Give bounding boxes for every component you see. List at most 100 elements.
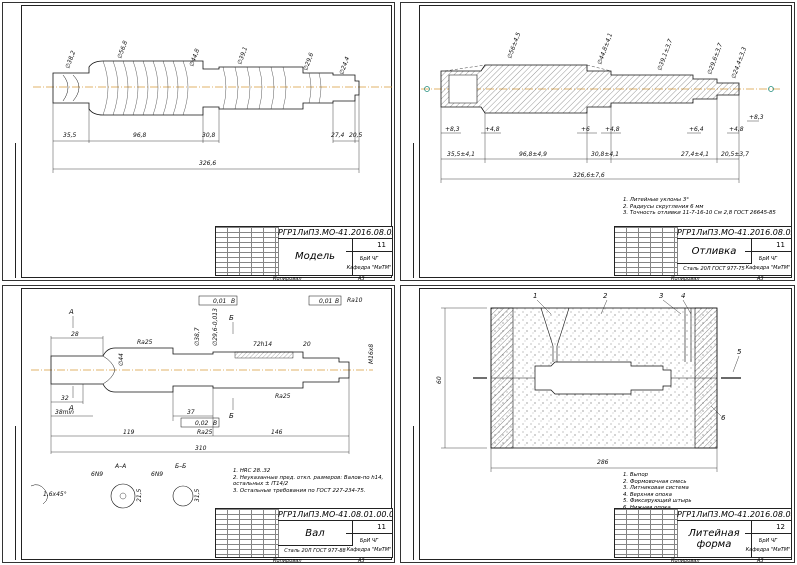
organization: БрИ ЧГ Кафедра "МиТМ" xyxy=(346,538,392,553)
dim-label: 286 xyxy=(597,459,609,466)
tolerance-value: 0,01 xyxy=(213,298,226,305)
side-stamp xyxy=(5,143,16,278)
title-block-grid xyxy=(615,509,678,557)
dim-label: ∅44,8±4,1 xyxy=(596,32,614,66)
title-block-grid xyxy=(216,227,279,275)
tolerance-datum: B xyxy=(213,420,217,427)
dim-label: 20,5±3,7 xyxy=(721,151,749,158)
dim-label: +4,8 xyxy=(605,126,620,133)
dim-label: 60 xyxy=(436,376,443,384)
tolerance-value: 0,02 xyxy=(195,420,209,427)
dim-label: 30,8±4,1 xyxy=(591,151,619,158)
note-line: 3. Точность отливки 11-7-16-10 См 2,8 ГО… xyxy=(623,210,776,217)
dim-label: 310 xyxy=(195,445,207,452)
title-block-grid xyxy=(216,509,279,557)
side-stamp xyxy=(403,143,414,278)
shaft-drawing: A A Б Б 28 32 38min 119 37 146 310 ∅44 R… xyxy=(30,295,375,509)
drawing-name: Модель xyxy=(278,238,353,275)
drawing-code: РГР1ЛиП3.МО-41.2016.08.04.00.00 xyxy=(677,510,791,521)
dim-label: 119 xyxy=(123,429,135,436)
dim-label: 27,4 xyxy=(331,132,345,139)
drawing-name: Вал xyxy=(278,520,353,546)
dim-label: Ra25 xyxy=(137,339,153,346)
format-label: А3 xyxy=(358,276,365,282)
dim-label: 326,6 xyxy=(199,160,216,167)
drawing-code: РГР1ЛиП3.МО-41.08.01.00.00 xyxy=(278,510,392,521)
section-mark: Б xyxy=(229,314,234,322)
section-title: А–А xyxy=(114,463,126,470)
dim-label: ∅39,1 xyxy=(236,46,249,66)
format-label: А3 xyxy=(757,276,764,282)
note-line: остальных ± IT14/2 xyxy=(233,481,289,488)
copied-label: Копировал xyxy=(671,276,700,282)
organization: БрИ ЧГ Кафедра "МиТМ" xyxy=(346,256,392,271)
tolerance-datum: B xyxy=(231,298,235,305)
section-mark: Б xyxy=(229,412,234,420)
dim-label: ∅24,4 xyxy=(338,56,351,76)
note-line: 3. Остальные требования по ГОСТ 227-234-… xyxy=(233,487,366,494)
mold-notes: 1. Выпор 2. Формовочная смесь 3. Литнико… xyxy=(623,472,692,512)
sheet-mold: 1 2 3 4 5 6 286 60 1. Выпор 2. Формовочн… xyxy=(400,285,795,564)
note-line: 5. Фиксирующий штырь xyxy=(623,498,692,505)
dim-label: 72h14 xyxy=(253,341,272,348)
note-line: 6. Нижняя опока xyxy=(623,505,692,512)
sheet-number: 12 xyxy=(745,520,791,534)
sheet-number: 11 xyxy=(346,520,392,534)
note-line: 3. Литниковая система xyxy=(623,485,689,492)
dim-label: +4,8 xyxy=(485,126,500,133)
dim-label: ∅44 xyxy=(118,353,125,366)
callout-label: 2 xyxy=(603,292,608,300)
sheet-shaft: A A Б Б 28 32 38min 119 37 146 310 ∅44 R… xyxy=(2,285,395,564)
drawing-code: РГР1ЛиП3.МО-41.2016.08.02.00.00 xyxy=(677,228,791,239)
model-drawing: 35,5 96,8 30,8 27,4 20,5 326,6 ∅38,2 ∅56… xyxy=(33,40,393,173)
title-block: РГР1ЛиП3.МО-41.2016.08.03.00.00 Модель 1… xyxy=(215,226,393,276)
dim-label: +8,3 xyxy=(749,114,764,121)
section-title: Б–Б xyxy=(175,463,186,470)
dim-label: 27,4±4,1 xyxy=(681,151,709,158)
sheet-number: 11 xyxy=(346,238,392,252)
dim-label: 28 xyxy=(71,331,79,338)
dim-label: 20,5 xyxy=(349,132,363,139)
dim-label: 6N9 xyxy=(151,471,163,478)
callout-label: 5 xyxy=(737,348,742,356)
title-block: РГР1ЛиП3.МО-41.2016.08.02.00.00 Отливка … xyxy=(614,226,792,276)
shaft-notes: 1. HRC 28..32 2. Неуказанные пред. откл.… xyxy=(233,468,383,494)
dim-label: +6,4 xyxy=(689,126,704,133)
drawing-frame xyxy=(21,288,392,560)
dim-label: 1,6x45° xyxy=(43,491,67,498)
dim-label: ∅56,8 xyxy=(116,40,129,60)
drawing-frame xyxy=(21,5,392,278)
title-block: РГР1ЛиП3.МО-41.2016.08.04.00.00 Литейная… xyxy=(614,508,792,558)
material: Сталь 20Л ГОСТ 977-88 xyxy=(278,545,352,557)
dim-label: 30,8 xyxy=(202,132,216,139)
dim-label: +4,8 xyxy=(729,126,744,133)
casting-notes: 1. Литейные уклоны 3° 2. Радиусы скругле… xyxy=(623,197,776,217)
format-label: А3 xyxy=(757,558,764,564)
title-block: РГР1ЛиП3.МО-41.08.01.00.00 Вал Сталь 20Л… xyxy=(215,508,393,558)
dim-label: +8,3 xyxy=(445,126,460,133)
organization: БрИ ЧГ Кафедра "МиТМ" xyxy=(745,538,791,553)
dim-label: 35,5 xyxy=(63,132,77,139)
material: Сталь 20Л ГОСТ 977-75 xyxy=(677,263,751,275)
dim-label: M16x8 xyxy=(368,344,375,364)
organization: БрИ ЧГ Кафедра "МиТМ" xyxy=(745,256,791,271)
casting-drawing: +8,3 +4,8 +6 +4,8 +6,4 +4,8 +8,3 35,5±4,… xyxy=(421,31,781,183)
sheet-casting: +8,3 +4,8 +6 +4,8 +6,4 +4,8 +8,3 35,5±4,… xyxy=(400,2,795,282)
section-mark: A xyxy=(68,308,74,316)
copied-label: Копировал xyxy=(273,558,302,564)
drawing-name: Отливка xyxy=(677,238,752,264)
sheet-number: 11 xyxy=(745,238,791,252)
dim-label: 38min xyxy=(55,409,74,416)
note-line: 1. HRC 28..32 xyxy=(233,468,271,474)
mold-drawing: 1 2 3 4 5 6 286 60 xyxy=(436,292,742,472)
dim-label: ∅24,4±3,3 xyxy=(730,46,748,80)
dim-label: ∅39,1±3,7 xyxy=(656,38,674,72)
dim-label: 37 xyxy=(187,409,195,416)
drawing-frame xyxy=(419,288,792,560)
callout-label: 4 xyxy=(681,292,685,300)
dim-label: 20 xyxy=(303,341,311,348)
title-block-grid xyxy=(615,227,678,275)
note-line: 2. Радиусы скругления 6 мм xyxy=(623,203,704,210)
callout-label: 6 xyxy=(721,414,726,422)
note-line: 2. Формовочная смесь xyxy=(623,478,687,485)
